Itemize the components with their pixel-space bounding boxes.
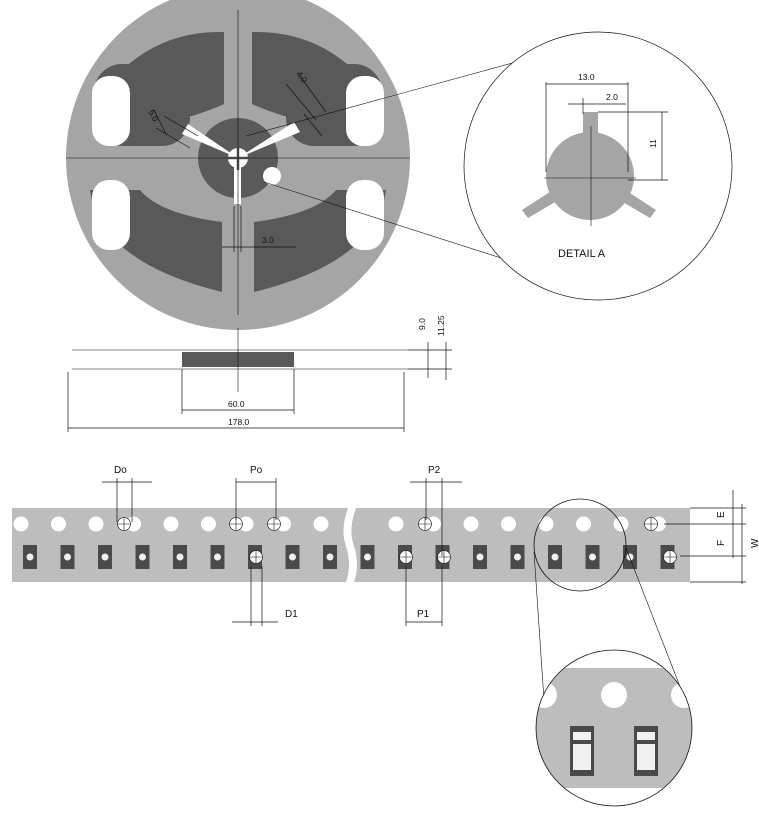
magnify-leader-right xyxy=(625,547,687,703)
sprocket-hole xyxy=(13,516,29,532)
dim-slot-length-line-2 xyxy=(299,75,327,113)
dim-detail-height-label: 11 xyxy=(648,139,658,148)
zoom-hole-center xyxy=(601,682,627,708)
detail-spoke-right xyxy=(616,188,656,218)
zoom-chip-left xyxy=(573,732,591,770)
detail-a: 13.0 2.0 11 DETAIL A xyxy=(463,31,733,301)
dim-detail-key-label: 2.0 xyxy=(606,92,618,102)
pocket-hole xyxy=(289,553,296,561)
dim-hub-label: 60.0 xyxy=(228,399,245,409)
sprocket-hole xyxy=(88,516,104,532)
reel-edge-slot-left-top xyxy=(92,76,130,146)
detail-hub xyxy=(546,132,634,220)
label-e: E xyxy=(716,511,727,518)
sprocket-hole xyxy=(201,516,216,532)
tape-center-marks xyxy=(117,517,677,564)
reel-front-view: 5.0 4.0 3.0 xyxy=(66,0,527,330)
pocket-hole xyxy=(626,553,634,561)
sprocket-hole xyxy=(538,516,554,532)
pocket-hole xyxy=(26,553,34,561)
sprocket-hole xyxy=(501,516,516,532)
pocket-hole xyxy=(214,553,221,561)
center-mark-cross xyxy=(644,517,658,531)
dim-slot-width-line-2 xyxy=(163,115,199,137)
center-mark-cross xyxy=(399,550,413,564)
dim-detail-width-label: 13.0 xyxy=(578,72,595,82)
sprocket-hole xyxy=(463,516,479,532)
sprocket-hole xyxy=(388,516,404,532)
reel-spoke-right xyxy=(238,122,300,158)
reel-hub-hole xyxy=(263,167,281,185)
sprocket-hole xyxy=(313,516,329,532)
detail-a-title: DETAIL A xyxy=(558,248,606,260)
pocket-hole xyxy=(139,553,146,561)
zoom-chip-right-band xyxy=(637,740,655,744)
zoom-circle xyxy=(535,649,693,807)
detail-leader-bottom xyxy=(263,181,527,267)
center-mark-cross xyxy=(663,550,677,564)
center-mark-cross xyxy=(418,517,432,531)
magnify-leader-left xyxy=(533,551,545,701)
label-d1: D1 xyxy=(285,609,298,620)
dim-slot-width-line-1 xyxy=(155,127,191,149)
label-f: F xyxy=(716,540,727,546)
pocket-hole xyxy=(326,553,334,561)
center-mark-cross xyxy=(437,550,451,564)
zoom-detail xyxy=(535,649,693,807)
reel-edge-slot-right-bottom xyxy=(346,180,384,250)
reel-edge-slot-right-top xyxy=(346,76,384,146)
center-mark-cross xyxy=(267,517,281,531)
reel-side-view: 60.0 178.0 9.0 11.25 xyxy=(67,315,452,432)
detail-spoke-left xyxy=(522,188,562,218)
dim-slot-length-line-1 xyxy=(285,83,317,121)
pocket-hole xyxy=(64,553,71,561)
zoom-hole-left xyxy=(536,682,557,708)
label-do: Do xyxy=(114,465,127,476)
dim-slot-gap-label: 3.0 xyxy=(262,235,274,245)
pocket-hole xyxy=(514,553,521,561)
dim-inner-width-label: 9.0 xyxy=(417,318,427,330)
detail-key xyxy=(583,112,598,152)
pocket-hole xyxy=(589,553,596,561)
zoom-chip-right xyxy=(637,732,655,770)
pocket-hole xyxy=(364,553,371,561)
tape-sprocket-holes xyxy=(13,516,666,532)
dim-slot-length-line-3 xyxy=(303,113,323,137)
dim-diameter-label: 178.0 xyxy=(228,417,250,427)
reel-spoke-bottom xyxy=(234,160,241,204)
label-w: W xyxy=(750,538,759,548)
sprocket-hole xyxy=(238,516,254,532)
dim-slot-width-arrow xyxy=(153,109,167,135)
magnify-source-circle xyxy=(533,498,627,592)
pocket-hole xyxy=(101,553,109,561)
zoom-chip-left-band xyxy=(573,740,591,744)
reel-spoke-left xyxy=(182,124,238,158)
sprocket-hole xyxy=(276,516,291,532)
pocket-hole xyxy=(176,553,184,561)
center-mark-cross xyxy=(117,517,131,531)
label-p1: P1 xyxy=(417,609,430,620)
pocket-hole xyxy=(551,553,559,561)
reel-edge-slot-left-bottom xyxy=(92,180,130,250)
label-po: Po xyxy=(250,465,263,476)
label-p2: P2 xyxy=(428,465,441,476)
dim-outer-width-label: 11.25 xyxy=(436,315,446,336)
zoom-hole-right xyxy=(671,682,692,708)
sprocket-hole xyxy=(163,516,179,532)
sprocket-hole xyxy=(51,516,66,532)
sprocket-hole xyxy=(126,516,141,532)
carrier-tape: Do Po P2 D1 P1 E F W xyxy=(12,465,759,703)
sprocket-hole xyxy=(576,516,591,532)
pocket-hole xyxy=(476,553,484,561)
center-mark-cross xyxy=(249,550,263,564)
detail-leader-top xyxy=(245,61,517,137)
